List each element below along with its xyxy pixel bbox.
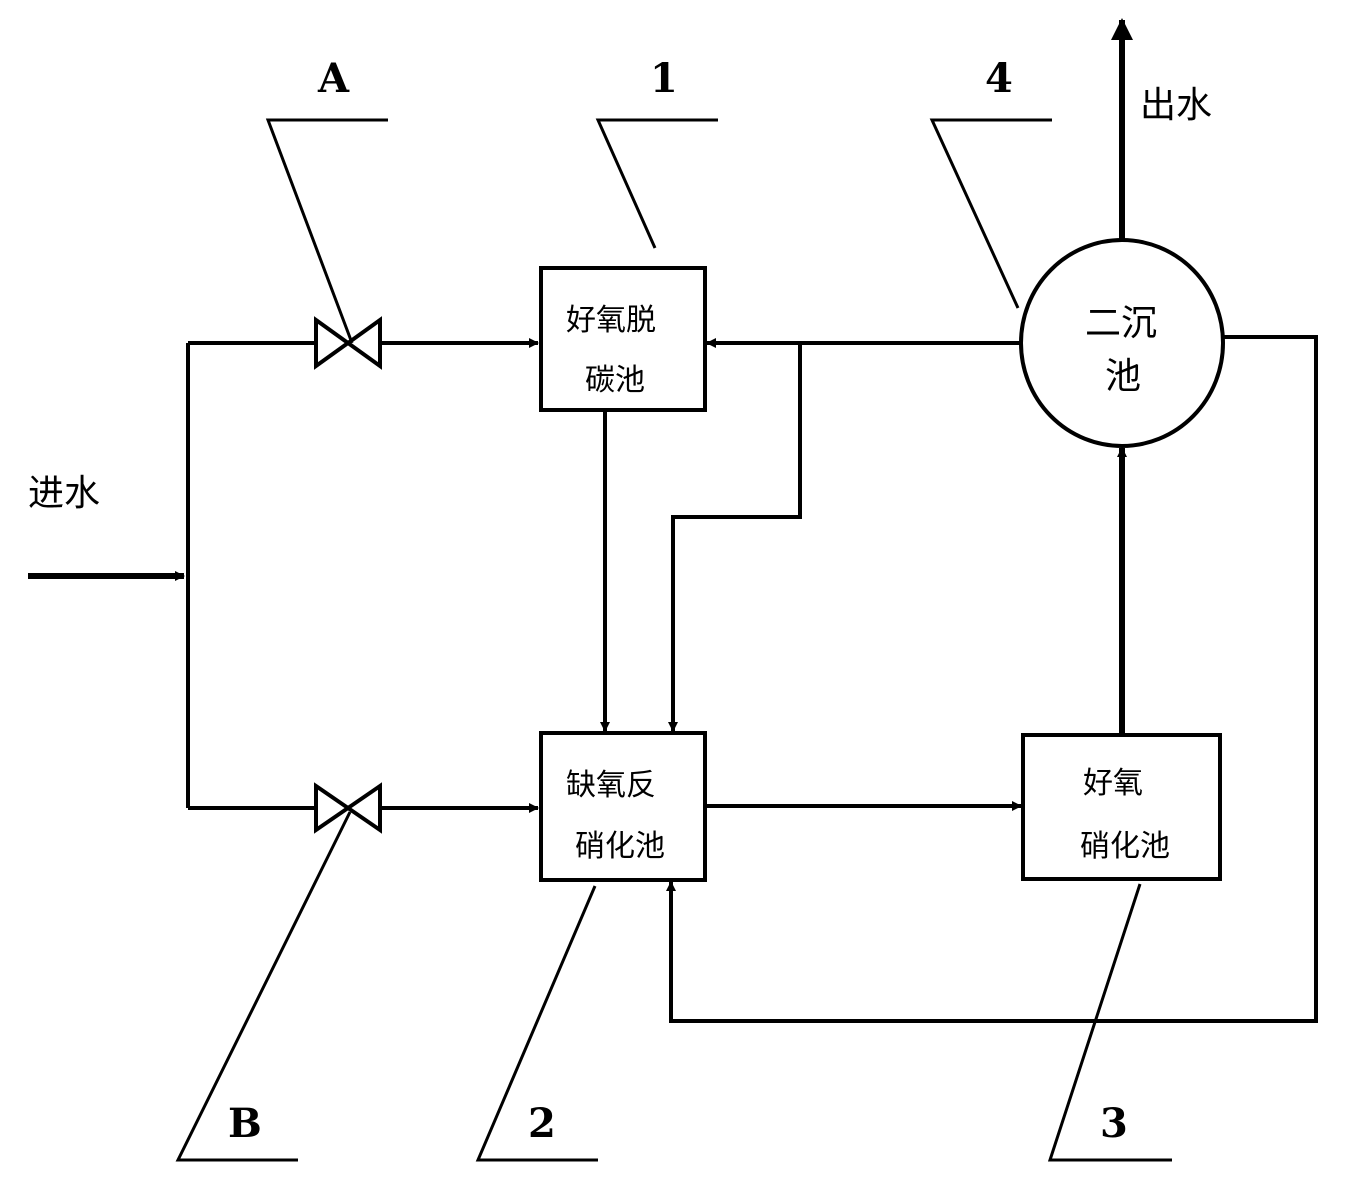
leader-3 xyxy=(1047,883,1172,1162)
leader-b xyxy=(175,811,352,1162)
clarifier-label-line1: 二沉 xyxy=(1085,303,1157,344)
tank-2-label-line1: 缺氧反 xyxy=(566,768,656,803)
marker-a: A xyxy=(317,55,350,102)
clarifier-label-line2: 池 xyxy=(1105,356,1141,397)
leader-2 xyxy=(475,885,598,1162)
outlet-label: 出水 xyxy=(1140,85,1212,126)
return-branch-to-tank2 xyxy=(668,343,802,732)
tank-3-aerobic-nitrification xyxy=(1021,733,1222,881)
valve-a-icon xyxy=(314,316,382,370)
inlet-label: 进水 xyxy=(28,473,100,514)
leader-4 xyxy=(929,118,1052,309)
tank-1-label-line1: 好氧脱 xyxy=(566,303,656,338)
marker-1: 1 xyxy=(650,55,678,102)
marker-4: 4 xyxy=(985,55,1013,102)
sludge-recycle-to-tank2 xyxy=(666,335,1318,1023)
marker-3: 3 xyxy=(1100,1100,1128,1147)
tank-1-aerobic-decarbon xyxy=(539,266,707,412)
tank-1-label-line2: 碳池 xyxy=(585,363,645,398)
tank-3-label-line2: 硝化池 xyxy=(1080,829,1170,864)
marker-b: B xyxy=(228,1100,262,1147)
tank-3-label-line1: 好氧 xyxy=(1083,766,1143,801)
valve-b-icon xyxy=(314,782,382,834)
leader-a xyxy=(265,118,388,344)
marker-2: 2 xyxy=(528,1100,556,1147)
tank-2-label-line2: 硝化池 xyxy=(575,829,665,864)
leader-1 xyxy=(595,118,718,249)
